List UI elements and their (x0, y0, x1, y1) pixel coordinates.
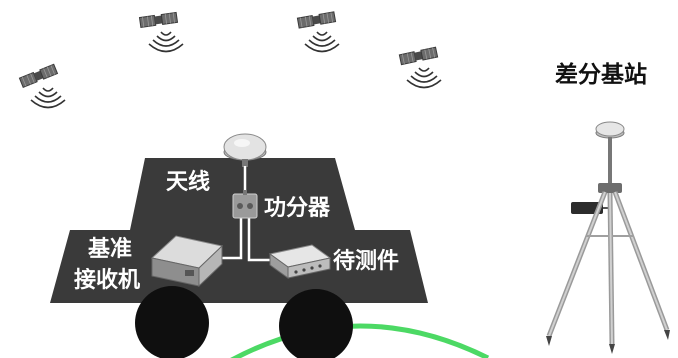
device-under-test-label: 待测件 (333, 249, 400, 274)
track-arc (230, 323, 490, 358)
reference-receiver-label-line1: 基准 (88, 237, 133, 262)
base-station-label: 差分基站 (555, 62, 647, 88)
tripod-icon (546, 121, 670, 354)
device-icon (268, 244, 332, 279)
satellite-icon (296, 11, 340, 53)
vehicle-platform (50, 158, 428, 303)
gnss-antenna-icon (223, 133, 267, 167)
antenna-label: 天线 (166, 170, 211, 195)
wheel-icon (135, 286, 209, 358)
wheel-icon (279, 289, 353, 358)
satellite-icon (18, 63, 66, 109)
receiver-icon (150, 235, 224, 288)
power-splitter-icon (232, 190, 258, 219)
splitter-label: 功分器 (264, 196, 331, 221)
satellite-icon (398, 46, 442, 89)
satellite-icon (138, 11, 184, 53)
reference-receiver-label-line2: 接收机 (74, 268, 141, 293)
